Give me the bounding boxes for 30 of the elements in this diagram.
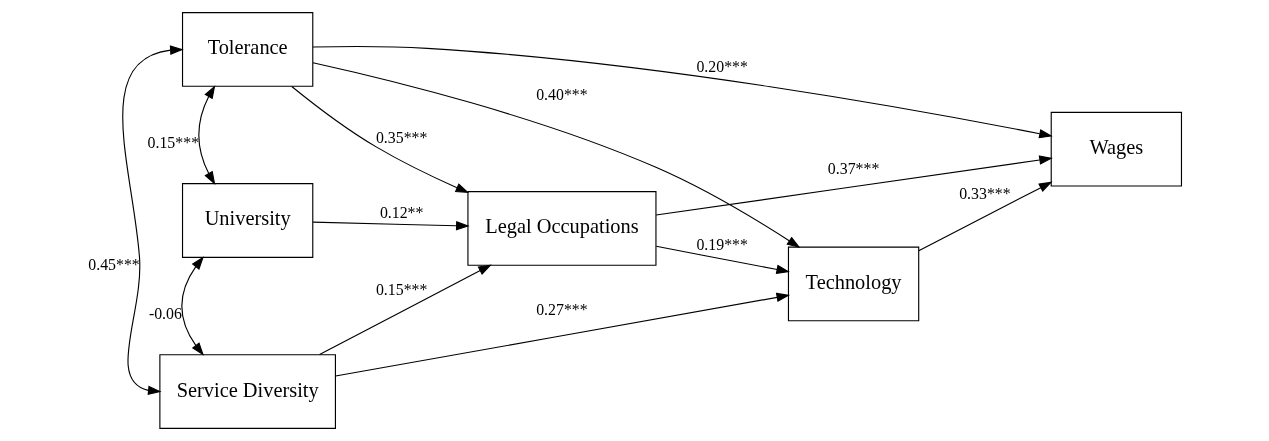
arrow: [318, 264, 492, 356]
edge-label: 0.15***: [375, 281, 427, 299]
arrow: [121, 45, 184, 396]
edge-label: 0.15***: [147, 133, 199, 151]
edge-label: 0.40***: [535, 85, 588, 103]
arrow: [655, 155, 1053, 216]
node-box: Technology: [787, 246, 919, 322]
arrow: [917, 181, 1052, 252]
arrow: [311, 62, 800, 249]
edge-label: 0.45***: [87, 255, 140, 273]
arrow: [334, 292, 790, 377]
arrow: [290, 85, 469, 194]
edge-label: 0.20***: [695, 58, 748, 76]
arrow: [312, 221, 470, 231]
edge-label: 0.27***: [535, 300, 588, 318]
edge-label: 0.37***: [827, 160, 879, 178]
node-box: University: [181, 183, 313, 258]
node-box: Service Diversity: [158, 354, 336, 429]
node-box: Wages: [1050, 111, 1182, 187]
edge-label: 0.35***: [375, 128, 427, 146]
arrow: [180, 256, 204, 356]
node-box: Legal Occupations: [466, 191, 656, 266]
arrow: [655, 245, 790, 275]
edge-label: 0.12**: [379, 204, 423, 222]
arrow: [311, 45, 1053, 139]
edge-label: 0.33***: [958, 185, 1011, 203]
arrow: [197, 85, 215, 185]
edge-label: 0.19***: [695, 236, 748, 254]
node-box: Tolerance: [181, 12, 313, 87]
edge-label: -0.06: [148, 305, 182, 323]
